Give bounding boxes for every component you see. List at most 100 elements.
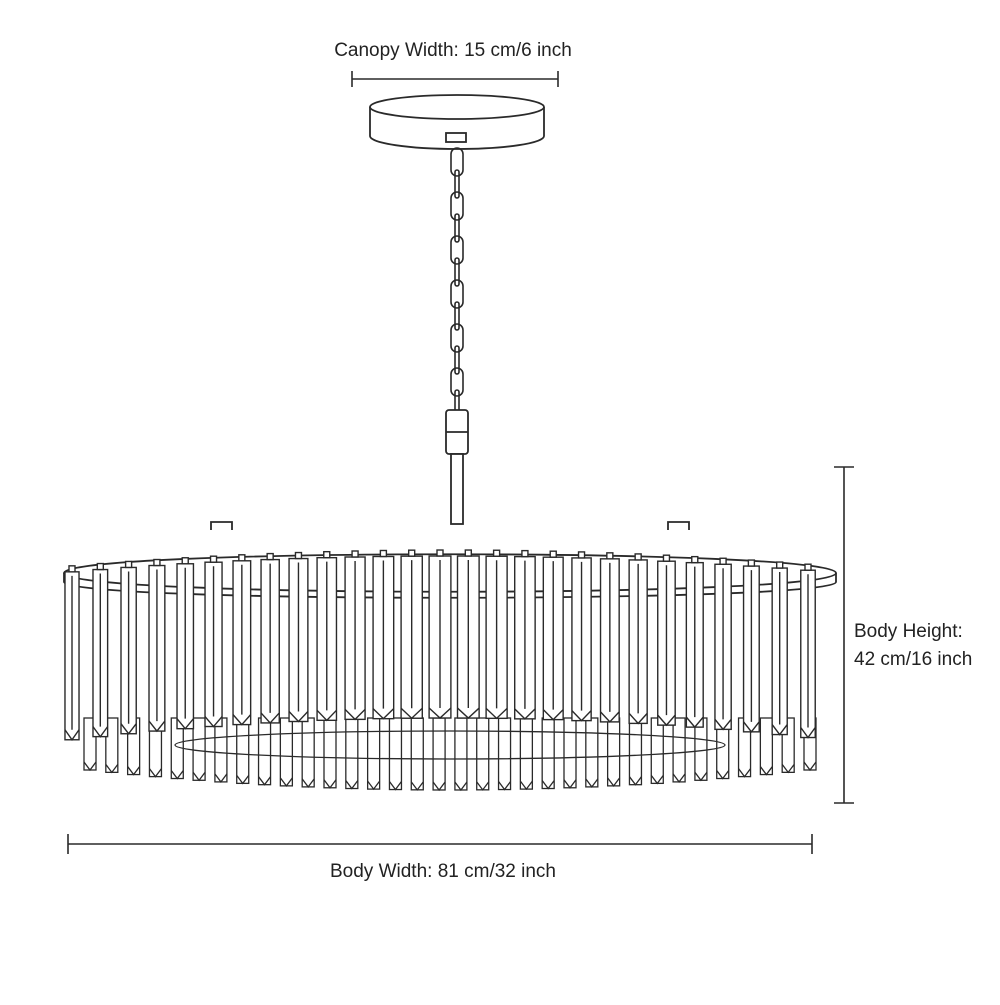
crystal-hanger xyxy=(549,550,557,558)
chain-link xyxy=(450,323,464,353)
crystal-prism-tip xyxy=(148,720,166,733)
crystal-hanger xyxy=(634,553,642,561)
crystal-prism-back xyxy=(236,717,250,785)
crystal-hanger xyxy=(775,561,784,569)
crystal-prism-tip xyxy=(372,708,395,720)
crystal-prism-back xyxy=(606,717,621,787)
crystal-prism-tip xyxy=(672,773,686,783)
crystal-prism-tip xyxy=(344,708,366,721)
crystal-prism-tip xyxy=(714,718,732,731)
crystal-prism-tip xyxy=(541,780,555,790)
crystal-prism-tip xyxy=(454,781,468,792)
crystal-prism-back xyxy=(192,717,206,781)
crystal-prism-back xyxy=(497,717,512,791)
crystal-prism-tip xyxy=(738,768,752,778)
crystal-prism-tip xyxy=(148,768,162,778)
crystal-prism-back xyxy=(759,717,774,776)
crystal-prism-back xyxy=(519,717,534,790)
body-height-label: Body Height: 42 cm/16 inch xyxy=(854,618,972,674)
crystal-prism-tip xyxy=(600,711,620,723)
body-width-dimension xyxy=(67,834,813,854)
crystal-prism-tip xyxy=(781,763,795,774)
crystal-prism-tip xyxy=(288,711,309,723)
crystal-prism-tip xyxy=(258,776,272,786)
crystal-prism-back xyxy=(301,717,315,788)
crystal-prism-tip xyxy=(64,729,80,741)
crystal-prism-back xyxy=(257,717,272,786)
chain-link xyxy=(454,345,460,375)
body-height-dimension xyxy=(834,466,854,804)
crystal-prism-back xyxy=(323,717,337,789)
down-rod xyxy=(445,409,469,525)
crystal-hanger xyxy=(181,557,189,565)
crystal-prism-tip xyxy=(127,766,141,776)
crystal-prism-tip xyxy=(214,773,228,783)
canopy-width-label: Canopy Width: 15 cm/6 inch xyxy=(334,40,572,61)
crystal-prism-tip xyxy=(176,718,194,730)
crystal-prism-tip xyxy=(716,770,730,780)
crystal-prism-tip xyxy=(323,779,337,789)
crystal-prism-tip xyxy=(316,709,337,722)
crystal-prism-tip xyxy=(388,781,402,791)
crystal-hanger xyxy=(351,550,359,558)
crystal-prism-back xyxy=(585,717,599,788)
crystal-prism-tip xyxy=(803,761,817,772)
crystal-prism-tip xyxy=(628,712,648,725)
crystal-prism-back xyxy=(388,717,403,791)
crystal-prism-tip xyxy=(92,726,109,738)
crystal-prism-tip xyxy=(607,777,621,787)
crystal-prism-tip xyxy=(476,781,490,791)
chain-link xyxy=(454,257,460,287)
canopy-width-dimension xyxy=(351,71,559,87)
crystal-hanger xyxy=(323,550,331,559)
crystal-hanger xyxy=(577,551,586,559)
crystal-prism-tip xyxy=(800,727,816,739)
crystal-prism-tip xyxy=(498,781,512,791)
crystal-prism-back xyxy=(410,717,424,791)
crystal-hanger xyxy=(153,558,161,567)
crystal-prism-back xyxy=(650,717,664,785)
chain-link xyxy=(454,169,460,199)
crystal-prism-tip xyxy=(432,781,446,792)
crystal-prism-tip xyxy=(759,766,773,776)
crystal-hanger xyxy=(804,563,812,571)
crystal-prism-tip xyxy=(657,714,676,727)
crystal-prism-back xyxy=(345,717,359,790)
crystal-prism-tip xyxy=(120,723,137,735)
chain-link xyxy=(450,367,464,397)
crystal-prism-back xyxy=(366,717,381,790)
crystal-prism-tip xyxy=(400,707,423,720)
crystal-prism-tip xyxy=(367,780,381,791)
crystal-prism-tip xyxy=(301,778,315,788)
crystal-prism-tip xyxy=(563,779,577,789)
crystal-prism-tip xyxy=(542,709,564,721)
crystal-prism-tip xyxy=(457,707,480,720)
chain-link xyxy=(450,279,464,309)
crystal-prism-back xyxy=(214,717,228,783)
crystal-prism-tip xyxy=(105,763,119,774)
crystal-front-row xyxy=(64,549,816,741)
crystal-prism-tip xyxy=(628,776,642,786)
inner-crystal-ring xyxy=(174,730,726,760)
crystal-prism-tip xyxy=(83,761,97,772)
crystal-prism-back xyxy=(672,717,686,783)
crystal-hanger xyxy=(68,565,76,573)
crystal-hanger xyxy=(407,549,416,557)
crystal-prism-tip xyxy=(485,707,508,720)
body-width-label: Body Width: 81 cm/32 inch xyxy=(330,861,556,882)
chain-link xyxy=(454,301,460,331)
crystal-hanger xyxy=(209,555,218,563)
crystal-prism-tip xyxy=(260,712,280,724)
chain-link xyxy=(450,147,464,177)
body-height-value: 42 cm/16 inch xyxy=(854,649,973,670)
crystal-prism-back xyxy=(563,717,577,789)
crystal-hanger xyxy=(294,551,303,560)
crystal-prism-tip xyxy=(204,716,223,728)
crystal-hanger xyxy=(747,559,756,567)
crystal-hanger xyxy=(96,562,105,571)
ceiling-canopy xyxy=(369,94,545,150)
crystal-hanger xyxy=(379,549,388,558)
chain-link xyxy=(450,191,464,221)
crystal-hanger xyxy=(719,557,727,565)
